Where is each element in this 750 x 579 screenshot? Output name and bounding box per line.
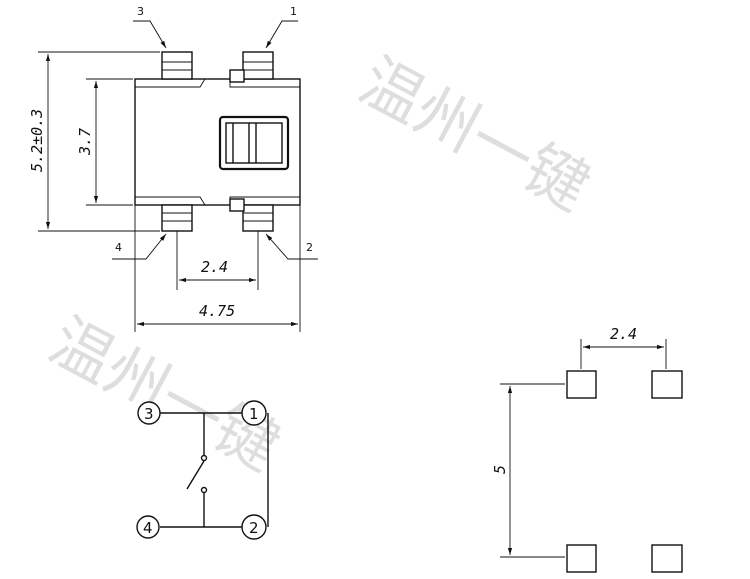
schematic-pin-1: 1 [241, 400, 267, 426]
pin-2-lead [229, 198, 274, 232]
schematic-pin-2: 2 [241, 514, 267, 540]
pad-top-left [566, 370, 597, 399]
schematic: 3 1 4 2 [136, 400, 269, 540]
svg-text:3: 3 [144, 405, 154, 423]
svg-text:2.4: 2.4 [610, 325, 637, 343]
dim-body-height: 3.7 [76, 78, 133, 206]
svg-text:4.75: 4.75 [199, 302, 235, 320]
dim-width: 4.75 [134, 205, 301, 332]
watermark-group: 温州一键 温州一键 [38, 44, 601, 485]
body-top-inner-line [135, 78, 206, 88]
pin-label-3: 3 [133, 5, 167, 49]
svg-text:4: 4 [143, 519, 153, 537]
schematic-pin-3: 3 [137, 401, 161, 425]
switch-blade [186, 460, 205, 490]
actuator-button [218, 115, 290, 171]
pin-label-2: 2 [265, 233, 318, 260]
dim-pad-pitch: 2.4 [580, 325, 667, 369]
pad-bottom-right [651, 544, 683, 573]
pin-3-lead [161, 51, 193, 80]
pin-label-1: 1 [265, 5, 298, 49]
pad-top-right [651, 370, 683, 399]
switch-contact-top [200, 454, 208, 462]
svg-text:2.4: 2.4 [201, 258, 228, 276]
svg-text:1: 1 [249, 405, 259, 423]
switch-contact-bottom [200, 486, 208, 494]
svg-text:5.2±0.3: 5.2±0.3 [28, 109, 46, 172]
watermark-text-1: 温州一键 [348, 44, 601, 225]
dim-pin-pitch: 2.4 [176, 231, 259, 290]
svg-text:4: 4 [115, 241, 122, 254]
svg-text:5: 5 [491, 465, 509, 474]
svg-text:1: 1 [290, 5, 297, 18]
body-bottom-inner-line [135, 196, 206, 206]
pin-4-lead [161, 204, 193, 232]
schematic-pin-4: 4 [136, 515, 160, 539]
dim-overall-height: 5.2±0.3 [28, 51, 160, 232]
switch-body [134, 78, 301, 206]
watermark-text-2: 温州一键 [38, 304, 291, 485]
pcb-footprint: 2.4 5 [491, 325, 683, 573]
svg-text:3.7: 3.7 [76, 128, 94, 156]
svg-text:3: 3 [137, 5, 144, 18]
pin-1-lead [229, 51, 274, 83]
dim-pad-rows: 5 [491, 383, 565, 558]
svg-text:2: 2 [306, 241, 313, 254]
top-view: 3 1 4 2 5.2±0.3 3.7 [28, 5, 318, 332]
pin-label-4: 4 [112, 233, 167, 260]
svg-text:2: 2 [249, 519, 259, 537]
pad-bottom-left [566, 544, 597, 573]
